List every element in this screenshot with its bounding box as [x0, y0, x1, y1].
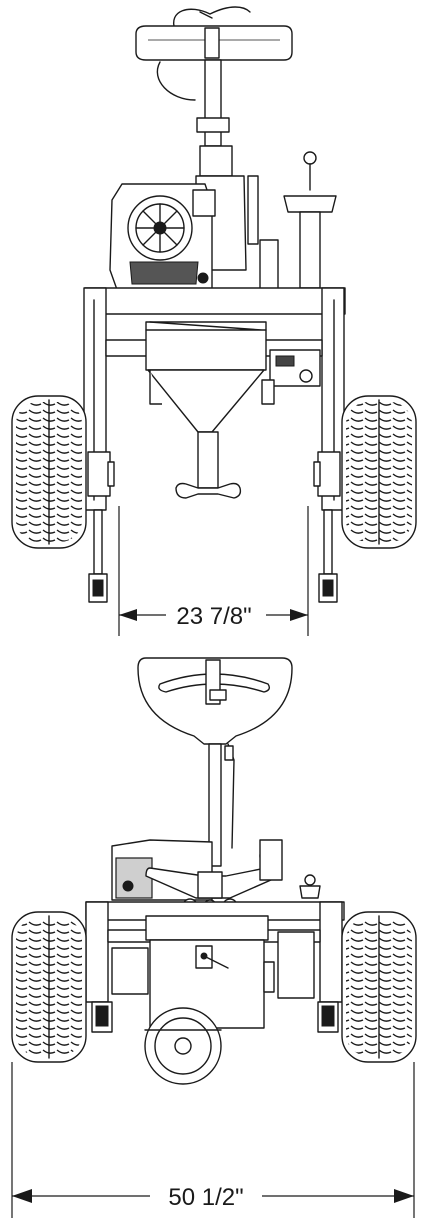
- inner-gap-dimension: 23 7/8": [118, 506, 309, 636]
- right-tire-top: [341, 395, 417, 549]
- control-levers-top: [247, 151, 337, 293]
- steering-column-top: [196, 59, 233, 177]
- steering-handle-front: [137, 657, 293, 745]
- overall-width-dimension: 50 1/2": [11, 1062, 415, 1218]
- casters-top: [88, 509, 338, 603]
- overall-arrow-left: [12, 1189, 32, 1203]
- left-tire-top: [11, 395, 87, 549]
- inner-gap-arrow-right: [290, 609, 308, 621]
- inner-gap-label: 23 7/8": [176, 603, 251, 630]
- rear-wheel-front: [144, 1007, 222, 1085]
- overall-arrow-right: [394, 1189, 414, 1203]
- right-tire-front: [341, 911, 417, 1063]
- hopper-top: [145, 321, 267, 499]
- inner-gap-arrow-left: [119, 609, 137, 621]
- overall-width-label: 50 1/2": [168, 1184, 243, 1211]
- engine-top: [109, 183, 216, 299]
- side-motor-top: [261, 349, 321, 405]
- steering-handle-top: [135, 25, 293, 61]
- hopper-front: [145, 915, 269, 1029]
- left-tire-front: [11, 911, 87, 1063]
- front-view: [11, 657, 417, 1085]
- top-view: [11, 6, 417, 603]
